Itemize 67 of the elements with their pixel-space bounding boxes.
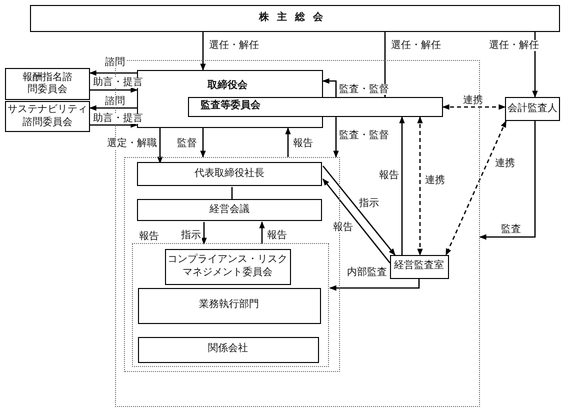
edge-label: 連携	[424, 175, 446, 186]
edge-label: 指示	[358, 198, 380, 209]
edge-label: 連携	[462, 95, 484, 106]
dashed-arrow	[445, 120, 507, 256]
arrow	[329, 279, 420, 291]
unit-name: 経営会議	[210, 204, 250, 216]
org-unit-box	[138, 288, 320, 324]
unit-name: 会計監査人	[508, 102, 558, 116]
edge-label: 報告	[266, 230, 288, 241]
arrow	[89, 70, 137, 76]
unit-name: 業務執行部門	[199, 299, 259, 312]
unit-name: 取締役会	[206, 80, 248, 92]
edge-label: 連携	[494, 158, 516, 169]
unit-name: コンプライアンス・リスクマネジメント委員会	[167, 254, 288, 279]
unit-name: 代表取締役社長	[194, 168, 264, 180]
arrow	[333, 117, 339, 158]
org-unit-box	[137, 162, 322, 186]
dotted-group-frame	[132, 243, 329, 367]
unit-name: 関係会社	[208, 343, 248, 356]
org-unit-box	[505, 97, 560, 121]
note-label: 報告	[138, 231, 160, 242]
arrow	[200, 32, 206, 71]
arrow	[322, 178, 390, 264]
edge-label: 報告	[378, 170, 400, 181]
arrow	[259, 221, 265, 244]
unit-name: 監査等委員会	[200, 100, 260, 113]
edge-label: 選定・解職	[106, 138, 158, 149]
arrow	[157, 128, 163, 164]
edge-label: 選任・解任	[390, 40, 442, 51]
edge-label: 監査・監督	[338, 130, 390, 141]
arrow	[399, 116, 405, 255]
unit-name: 株主総会	[259, 12, 331, 25]
arrow	[322, 78, 337, 97]
org-unit-box	[137, 199, 322, 221]
edge-label: 選任・解任	[488, 40, 540, 51]
arrow	[90, 87, 138, 93]
unit-name: サステナビリティ諮問委員会	[7, 104, 88, 129]
arrow	[90, 122, 138, 128]
edge-label: 報告	[332, 222, 354, 233]
org-unit-box	[5, 68, 90, 100]
arrow	[285, 127, 291, 157]
arrow	[201, 222, 207, 245]
arrow	[200, 128, 206, 158]
edge-label: 監査	[500, 224, 522, 235]
arrow	[322, 166, 396, 256]
edge-label: 報告	[292, 138, 314, 149]
edge-label: 内部監査	[346, 267, 388, 278]
edge-label: 監督	[176, 138, 198, 149]
org-unit-box	[30, 5, 560, 32]
edge-label: 選任・解任	[208, 40, 260, 51]
unit-name: 経営監査室	[394, 260, 444, 273]
arrow	[89, 105, 137, 111]
edge-label: 助言・提言	[92, 77, 144, 88]
org-unit-box	[138, 336, 318, 362]
edge-label: 指示	[180, 230, 202, 241]
edge-label: 諮問	[104, 57, 126, 68]
unit-name: 報酬指名諮問委員会	[22, 72, 74, 96]
edge-label: 助言・提言	[92, 113, 144, 124]
org-unit-box	[390, 254, 448, 278]
edge-label: 監査・監督	[338, 84, 390, 95]
edge-label: 諮問	[104, 96, 126, 107]
dashed-arrow	[417, 116, 423, 256]
org-unit-box	[164, 248, 290, 284]
dashed-arrow	[442, 104, 506, 110]
org-unit-box	[188, 96, 442, 116]
arrow	[479, 121, 536, 240]
connector-line	[231, 187, 233, 200]
